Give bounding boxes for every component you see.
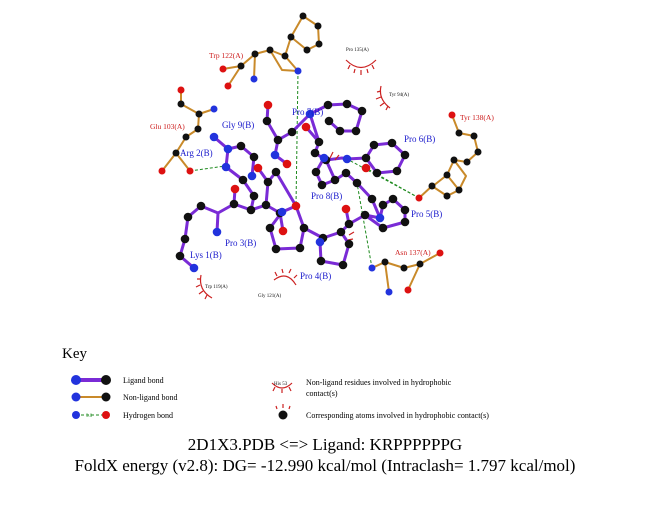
hbond-tyr138-pro6	[346, 158, 420, 199]
atoms	[158, 12, 482, 296]
label-tyr94: Tyr 94(A)	[389, 93, 409, 98]
hbond-glu103-arg2	[189, 165, 226, 172]
hydrophobic-contacts	[195, 59, 391, 300]
key-hydrophobic-example: His 53	[274, 382, 288, 387]
label-tyr138: Tyr 138(A)	[460, 113, 494, 122]
hydrophobic-arc-gly121	[273, 268, 298, 286]
label-pro4: Pro 4(B)	[300, 271, 331, 281]
hydrophobic-arc-pro135	[345, 59, 377, 75]
key-hydrophobic-residues: His 53 Non-ligand residues involved in h…	[271, 378, 452, 398]
hydrogen-bonds	[189, 70, 420, 269]
label-arg2: Arg 2(B)	[180, 148, 213, 158]
label-pro135: Pro 135(A)	[346, 48, 369, 53]
key-ligand-bond: Ligand bond	[71, 375, 164, 385]
label-pro8: Pro 8(B)	[311, 191, 342, 201]
label-pro7: Pro 7(B)	[292, 107, 323, 117]
key-hydrophobic-residues-label-1: Non-ligand residues involved in hydropho…	[306, 378, 452, 387]
label-glu103: Glu 103(A)	[150, 122, 185, 131]
hbond-asn137-pro8	[356, 182, 373, 269]
caption-pdb-ligand: 2D1X3.PDB <=> Ligand: KRPPPPPPG	[188, 435, 462, 454]
key-hydrogen-bond-label: Hydrogen bond	[123, 411, 173, 420]
label-trp119: Trp 119(A)	[205, 285, 228, 290]
ligand-residue-labels: Lys 1(B) Arg 2(B) Pro 3(B) Pro 4(B) Pro …	[180, 107, 442, 281]
key-ligand-bond-label: Ligand bond	[123, 376, 164, 385]
label-pro5: Pro 5(B)	[411, 209, 442, 219]
key-hbond-length: 3.0	[86, 414, 93, 419]
key-hydrogen-bond: 3.0 Hydrogen bond	[72, 411, 173, 420]
key-nonligand-bond: Non-ligand bond	[71, 392, 177, 402]
key-hydrophobic-atoms-label: Corresponding atoms involved in hydropho…	[306, 411, 489, 420]
hbond-trp122-pro7	[295, 70, 299, 207]
label-lys1: Lys 1(B)	[190, 250, 222, 260]
label-gly9: Gly 9(B)	[222, 120, 254, 130]
hydrophobic-arc-tyr94	[375, 85, 391, 111]
key-title: Key	[62, 346, 87, 362]
label-gly121: Gly 121(A)	[258, 294, 282, 299]
other-residue-labels: Trp 122(A) Glu 103(A) Tyr 138(A) Asn 137…	[150, 48, 494, 299]
label-pro6: Pro 6(B)	[404, 134, 435, 144]
key-hydrophobic-atoms: Corresponding atoms involved in hydropho…	[275, 404, 489, 420]
label-asn137: Asn 137(A)	[395, 248, 431, 257]
hydrophobic-arc-trp119	[195, 274, 213, 300]
key-hydrophobic-residues-label-2: contact(s)	[306, 389, 338, 398]
key-legend: Key Ligand bond Non-ligand bond 3.0 Hydr…	[62, 346, 489, 420]
caption-energy: FoldX energy (v2.8): DG= -12.990 kcal/mo…	[75, 456, 576, 475]
key-nonligand-bond-label: Non-ligand bond	[123, 393, 177, 402]
label-trp122: Trp 122(A)	[209, 51, 244, 60]
label-pro3: Pro 3(B)	[225, 238, 256, 248]
